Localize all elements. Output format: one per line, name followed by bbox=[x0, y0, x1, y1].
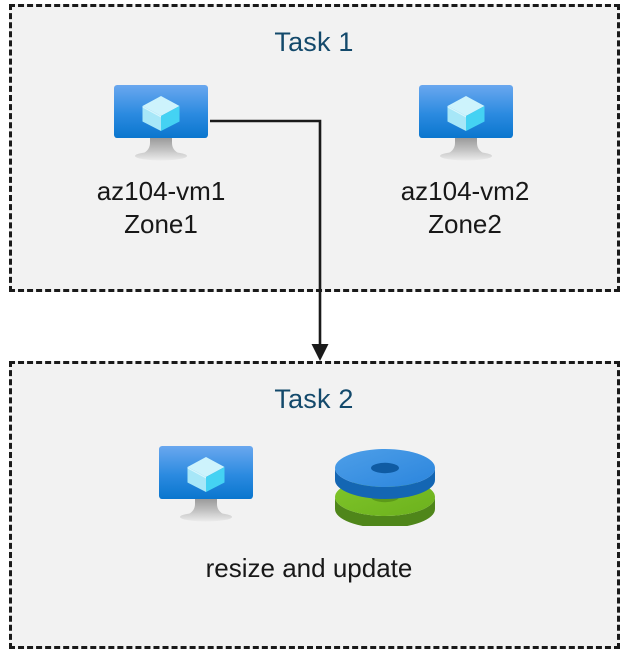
vm1-label: az104-vm1 Zone1 bbox=[96, 176, 226, 240]
vm2-label: az104-vm2 Zone2 bbox=[400, 176, 530, 240]
task2-description-label: resize and update bbox=[205, 553, 413, 583]
managed-disks-icon bbox=[331, 444, 439, 526]
task1-title: Task 1 bbox=[274, 27, 354, 57]
virtual-machine-icon bbox=[157, 444, 255, 526]
virtual-machine-icon bbox=[417, 83, 515, 165]
task2-title: Task 2 bbox=[274, 384, 354, 414]
task2-box bbox=[9, 361, 620, 649]
virtual-machine-icon bbox=[112, 83, 210, 165]
